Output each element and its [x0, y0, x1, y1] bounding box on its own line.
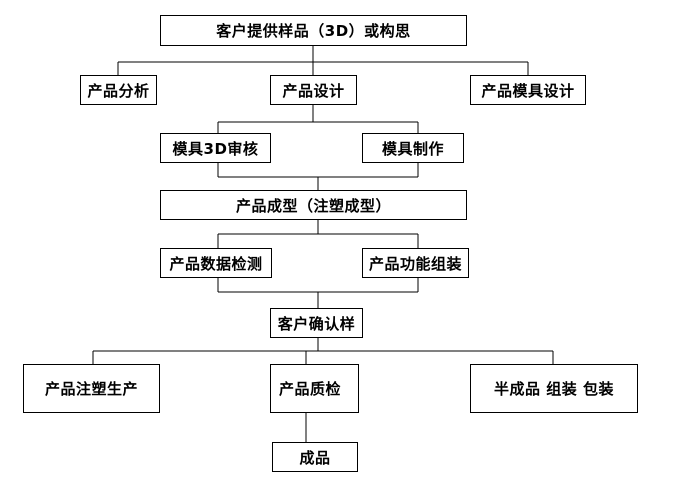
node-quality-inspection: 产品质检	[270, 364, 359, 413]
node-data-inspection: 产品数据检测	[160, 248, 272, 278]
node-mold-making: 模具制作	[362, 133, 464, 163]
node-product-molding: 产品成型（注塑成型）	[160, 190, 467, 220]
node-mold-3d-review: 模具3D审核	[160, 133, 271, 163]
node-semi-finished: 半成品 组装 包装	[470, 364, 638, 413]
node-customer-confirm: 客户确认样	[270, 308, 363, 338]
node-finished-product: 成品	[272, 442, 358, 472]
node-injection-production: 产品注塑生产	[23, 364, 160, 413]
node-source: 客户提供样品（3D）或构思	[160, 15, 467, 46]
node-product-design: 产品设计	[270, 75, 357, 105]
node-function-assembly: 产品功能组装	[362, 248, 469, 278]
node-product-analysis: 产品分析	[80, 75, 157, 105]
node-mold-design: 产品模具设计	[470, 75, 586, 105]
